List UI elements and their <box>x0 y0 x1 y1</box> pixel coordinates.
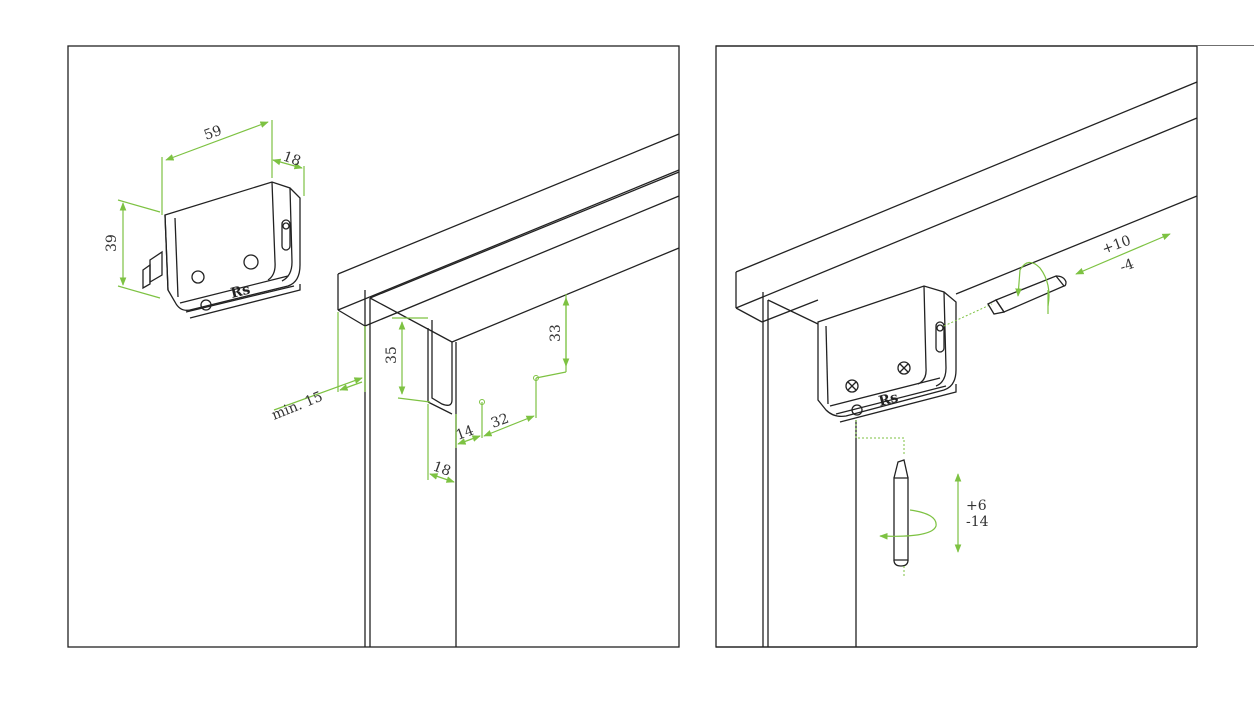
dim-label-18-bottom: 18 <box>431 459 453 480</box>
screwdriver-vertical: +6 -14 <box>855 420 989 578</box>
right-panel-frame <box>715 45 1254 648</box>
left-panel: Rs 59 18 39 <box>67 45 680 648</box>
adjust-arrow-horizontal <box>1075 233 1171 275</box>
left-panel-frame <box>67 45 680 648</box>
screwdriver-horizontal: +10 -4 <box>943 233 1171 327</box>
bracket-logo-right: Rs <box>877 390 900 410</box>
dim-label-33: 33 <box>548 324 564 342</box>
dim-label-32: 32 <box>489 411 511 432</box>
dim-line-14 <box>457 435 481 445</box>
dim-label-14: 14 <box>454 423 476 444</box>
rotation-arrow-vertical <box>879 509 937 540</box>
dim-line-32 <box>483 415 535 437</box>
bracket-mounted: Rs <box>817 285 957 423</box>
dim-label-39: 39 <box>104 234 120 252</box>
adjust-label-plus6: +6 <box>966 498 987 514</box>
rotation-arrow-horizontal <box>1015 261 1050 307</box>
bracket-detail: Rs <box>142 181 301 319</box>
dim-label-18-top: 18 <box>281 149 303 170</box>
right-panel: Rs +10 -4 +6 -14 <box>715 45 1254 648</box>
dim-label-35: 35 <box>384 346 400 364</box>
adjust-label-minus4: -4 <box>1118 256 1136 276</box>
adjust-label-minus14: -14 <box>966 514 989 530</box>
dim-label-min15: min. 15 <box>270 389 326 424</box>
dim-line-min15 <box>273 377 363 411</box>
dim-line-18-top <box>272 158 303 170</box>
adjust-label-plus10: +10 <box>1100 233 1133 258</box>
bracket-logo: Rs <box>229 282 252 302</box>
dim-line-59 <box>165 121 269 161</box>
cabinet <box>337 133 680 647</box>
dim-line-18-bottom <box>429 473 455 483</box>
dim-label-59: 59 <box>202 123 224 144</box>
